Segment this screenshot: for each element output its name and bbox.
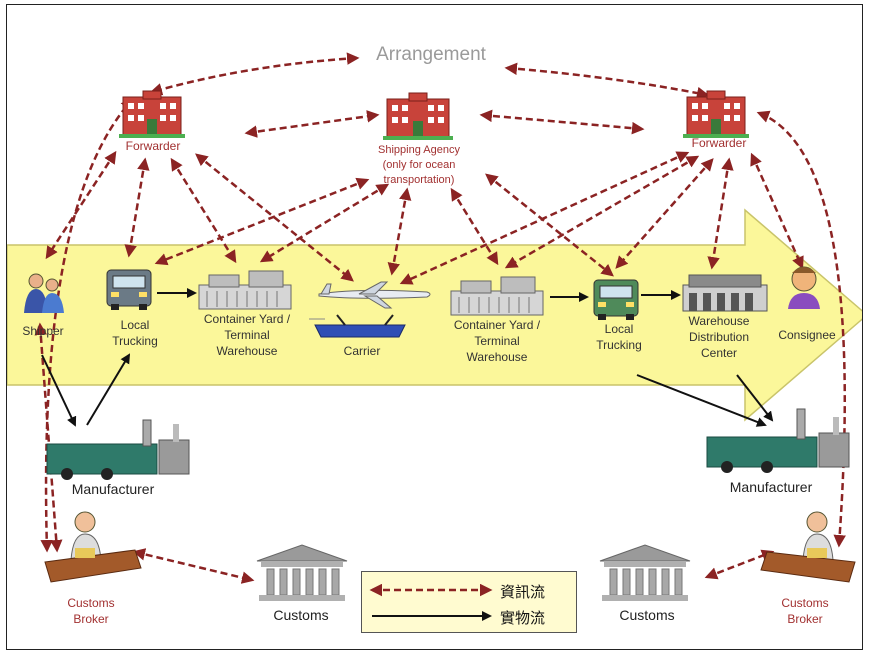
truck-right-icon: [593, 279, 639, 320]
local-trucking-left-label: Local Trucking: [112, 318, 158, 348]
container-yard-left-label: Container Yard / Terminal Warehouse: [203, 312, 291, 358]
info-arrow-shipper-broker: [34, 322, 63, 553]
goods-flow-arrows: [41, 288, 774, 427]
supply-chain-diagram: Arrangement Forwarder Forwarder Shipping…: [6, 4, 863, 650]
airplane-icon: [318, 281, 431, 309]
diagram-canvas: [7, 52, 862, 601]
local-trucking-right-label: Local Trucking: [596, 322, 642, 352]
consignee-person-icon: [788, 266, 820, 309]
manufacturer-right-icon: [706, 408, 850, 473]
shipper-person-icon: [24, 273, 64, 313]
forwarder-right-building-icon: [683, 90, 749, 138]
container-yard-right-label: Container Yard / Terminal Warehouse: [453, 318, 541, 364]
container-yard-right-icon: [450, 276, 544, 316]
forwarder-right-label: Forwarder: [691, 136, 747, 150]
information-flow-arrows: [34, 52, 846, 584]
info-arrow-broker-customs-l: [132, 548, 255, 584]
consignee-label: Consignee: [778, 328, 836, 342]
legend-solid-arrow-icon: [372, 611, 492, 621]
goods-arrow-warehouse-mfr-r: [736, 374, 774, 422]
container-yard-left-icon: [198, 270, 292, 310]
info-arrow-arrangement-left: [149, 52, 360, 96]
info-arrow-agency-fwd: [479, 109, 645, 135]
legend-row-goods-flow: 實物流: [362, 604, 576, 628]
info-arrow-agency-truck-l: [154, 177, 370, 266]
info-arrow-fwd-r-truck: [615, 158, 714, 269]
goods-arrow-shipper-mfr: [41, 354, 77, 427]
shipping-agency-building-icon: [383, 92, 453, 140]
legend-dashed-arrow-icon: [369, 583, 493, 597]
customs-left-label: Customs: [273, 607, 329, 623]
customs-broker-left-icon: [44, 511, 142, 583]
legend-goods-flow-label: 實物流: [500, 609, 546, 627]
arrangement-label: Arrangement: [376, 44, 486, 65]
info-arrow-arrangement-right: [504, 62, 710, 100]
goods-arrow-truck-mfr-r: [636, 374, 767, 427]
info-arrow-fwd-agency: [244, 110, 380, 138]
manufacturer-left-icon: [46, 419, 190, 480]
customs-right-building-icon: [599, 544, 691, 601]
forwarder-left-label: Forwarder: [125, 139, 181, 153]
legend-information-flow-label: 資訊流: [500, 583, 546, 601]
info-arrow-customs-broker-r: [704, 549, 775, 580]
info-arrow-fwd-truck: [124, 157, 150, 258]
legend-row-information-flow: 資訊流: [362, 578, 576, 602]
shipping-agency-label: Shipping Agency (only for ocean transpor…: [378, 144, 460, 186]
customs-broker-left-label: Customs Broker: [67, 596, 115, 626]
info-arrow-fwd-r-warehouse: [707, 157, 734, 270]
warehouse-distribution-label: Warehouse Distribution Center: [688, 314, 750, 360]
customs-broker-right-icon: [760, 511, 856, 583]
manufacturer-right-label: Manufacturer: [729, 479, 813, 495]
carrier-label: Carrier: [343, 344, 381, 358]
customs-broker-right-label: Customs Broker: [781, 596, 829, 626]
forwarder-left-building-icon: [119, 90, 185, 138]
truck-left-icon: [106, 269, 152, 310]
ship-icon: [309, 314, 406, 338]
info-arrow-fwd-shipper: [45, 150, 117, 260]
goods-arrow-mfr-truck: [86, 353, 131, 426]
customs-right-label: Customs: [619, 607, 675, 623]
shipper-label: Shipper: [22, 324, 64, 338]
manufacturer-left-label: Manufacturer: [71, 481, 155, 497]
warehouse-distribution-icon: [682, 274, 768, 312]
legend: 資訊流 實物流: [361, 571, 577, 633]
customs-left-building-icon: [256, 544, 348, 601]
